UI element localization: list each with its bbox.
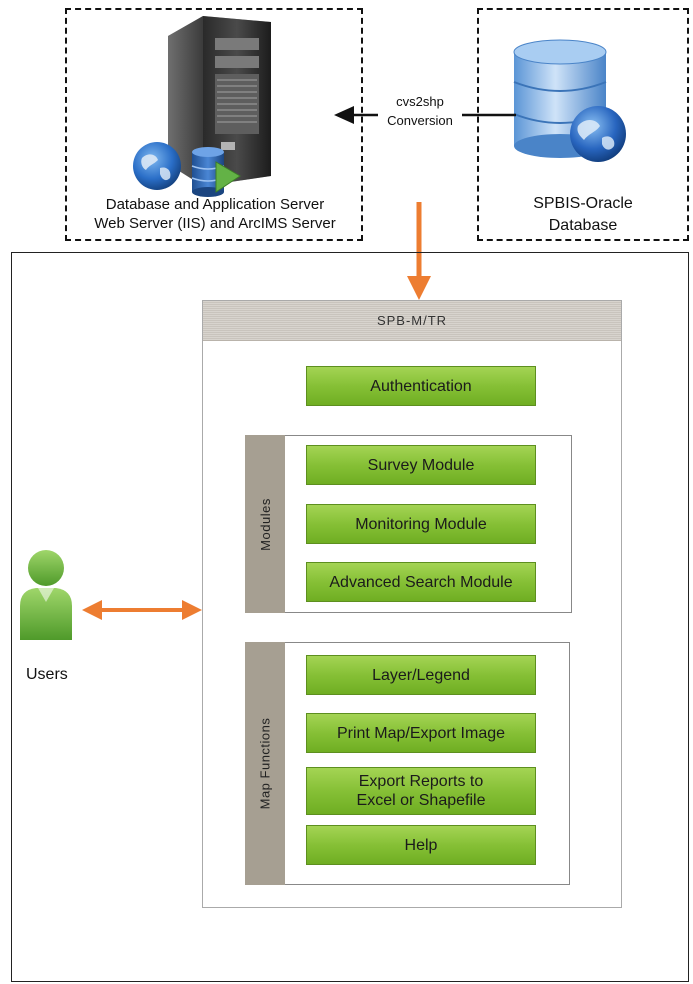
database-caption-line2: Database [548, 217, 618, 234]
server-box [65, 8, 363, 241]
oracle-database-icon [513, 39, 626, 162]
survey-module-button[interactable]: Survey Module [306, 445, 536, 485]
conversion-label-line1: cvs2shp [396, 94, 444, 109]
conversion-label-line2: Conversion [387, 113, 453, 128]
monitoring-module-button[interactable]: Monitoring Module [306, 504, 536, 544]
export-reports-button[interactable]: Export Reports to Excel or Shapefile [306, 767, 536, 815]
map-functions-label: Map Functions [257, 717, 273, 810]
user-icon [20, 550, 72, 640]
server-tower-icon [168, 16, 271, 186]
globe-icon [133, 142, 181, 190]
database-box [477, 8, 689, 241]
advanced-search-module-button[interactable]: Advanced Search Module [306, 562, 536, 602]
server-caption-line2: Web Server (IIS) and ArcIMS Server [94, 215, 336, 232]
modules-group-tab: Modules [245, 435, 285, 613]
database-export-icon [191, 147, 241, 197]
data-flow-arrow [407, 202, 431, 300]
conversion-label-bg [378, 92, 462, 132]
print-map-export-image-button[interactable]: Print Map/Export Image [306, 713, 536, 753]
modules-label: Modules [257, 497, 273, 551]
map-functions-group-tab: Map Functions [245, 642, 285, 885]
export-reports-line1: Export Reports to [358, 773, 484, 790]
panel-title: SPB-M/TR [203, 301, 621, 341]
layer-legend-button[interactable]: Layer/Legend [306, 655, 536, 695]
application-frame [11, 252, 689, 982]
help-button[interactable]: Help [306, 825, 536, 865]
user-interaction-arrow [82, 600, 202, 620]
server-caption-line1: Database and Application Server [105, 196, 325, 213]
database-caption-line1: SPBIS-Oracle [533, 195, 633, 212]
export-reports-line2: Excel or Shapefile [356, 792, 486, 809]
users-label: Users [26, 666, 68, 683]
authentication-button[interactable]: Authentication [306, 366, 536, 406]
spb-panel: SPB-M/TR Authentication Modules Survey M… [202, 300, 622, 908]
